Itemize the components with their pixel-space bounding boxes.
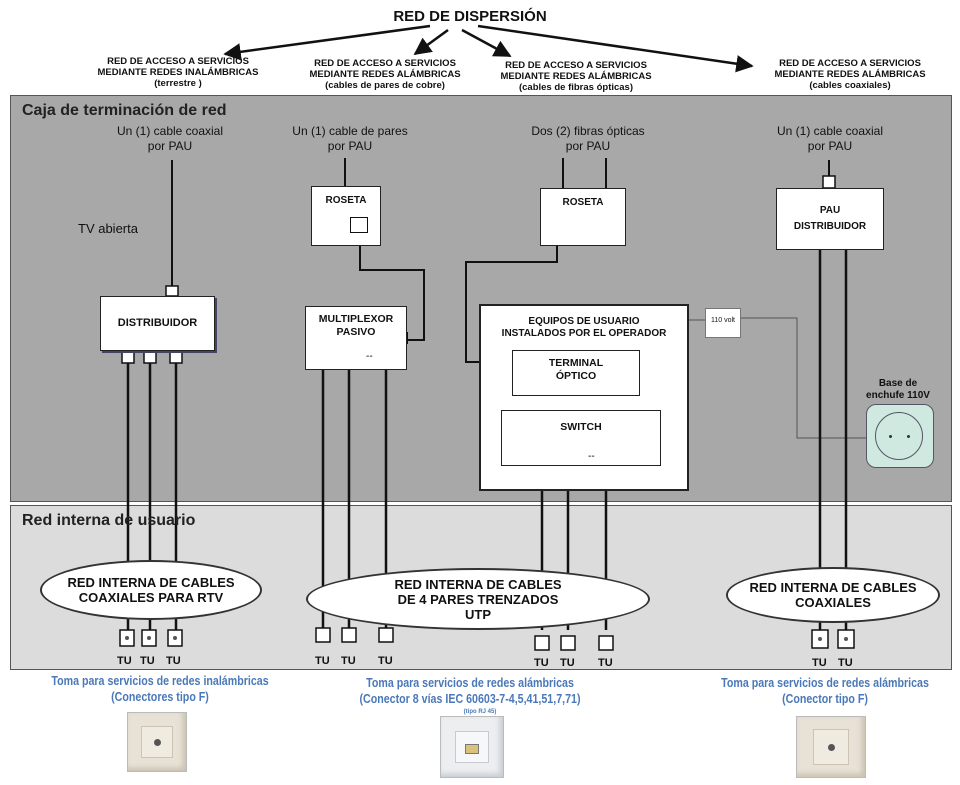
tu-label: TU — [560, 657, 575, 669]
distribuidor-box: DISTRIBUIDOR — [100, 296, 215, 351]
rj45-socket-photo-icon — [440, 716, 504, 778]
tu-label: TU — [315, 655, 330, 667]
coax-socket-photo-icon — [127, 712, 187, 772]
roseta-box-2: ROSETA — [540, 188, 626, 246]
tu-label: TU — [378, 655, 393, 667]
volt-label-box: 110 volt — [705, 308, 741, 338]
label-copper: RED DE ACCESO A SERVICIOS MEDIANTE REDES… — [309, 58, 461, 91]
caption-utp: Toma para servicios de redes alámbricas … — [359, 675, 581, 706]
cable-label-2: Un (1) cable de pares por PAU — [292, 124, 408, 153]
label-wireless: RED DE ACCESO A SERVICIOS MEDIANTE REDES… — [97, 56, 259, 89]
tv-label: TV abierta — [78, 221, 138, 236]
caption-coax: Toma para servicios de redes alámbricas … — [721, 675, 929, 706]
diagram-title: RED DE DISPERSIÓN — [393, 8, 547, 25]
arrow-to-wireless — [223, 24, 431, 61]
roseta-box-1: ROSETA — [311, 186, 381, 246]
arrow-to-fiber — [461, 28, 512, 58]
multiplexor-box: MULTIPLEXOR PASIVO -- — [305, 306, 407, 370]
tu-label: TU — [140, 655, 155, 667]
caption-wireless: Toma para servicios de redes inalámbrica… — [51, 673, 269, 704]
tu-label: TU — [812, 657, 827, 669]
ellipse-coax-rtv: RED INTERNA DE CABLES COAXIALES PARA RTV — [40, 560, 262, 620]
ellipse-utp: RED INTERNA DE CABLES DE 4 PARES TRENZAD… — [306, 568, 650, 630]
section-title-bottom: Red interna de usuario — [22, 512, 196, 529]
tu-label: TU — [117, 655, 132, 667]
rj45-note: (tipo RJ 45) — [463, 709, 497, 715]
tu-sockets — [119, 627, 855, 651]
cable-label-3: Dos (2) fibras ópticas por PAU — [531, 124, 645, 153]
cable-label-1: Un (1) cable coaxial por PAU — [116, 124, 224, 153]
tu-label: TU — [534, 657, 549, 669]
tu-label: TU — [341, 655, 356, 667]
terminal-optico-box: TERMINAL ÓPTICO — [512, 350, 640, 396]
coax-socket-photo-icon — [796, 716, 866, 778]
ellipse-coax: RED INTERNA DE CABLES COAXIALES — [726, 567, 940, 623]
power-socket-icon — [866, 404, 934, 468]
rj45-socket-icon — [350, 217, 368, 233]
cable-label-4: Un (1) cable coaxial por PAU — [776, 124, 884, 153]
label-fiber: RED DE ACCESO A SERVICIOS MEDIANTE REDES… — [500, 60, 652, 93]
arrow-to-coax — [477, 24, 754, 73]
pau-distribuidor-box: PAU DISTRIBUIDOR — [776, 188, 884, 250]
tu-label: TU — [598, 657, 613, 669]
tu-label: TU — [166, 655, 181, 667]
arrow-to-copper — [413, 28, 449, 56]
tu-label: TU — [838, 657, 853, 669]
switch-box: SWITCH -- — [501, 410, 661, 466]
section-title-top: Caja de terminación de red — [22, 102, 227, 119]
enchufe-label: Base de enchufe 110V — [866, 378, 930, 401]
label-coax: RED DE ACCESO A SERVICIOS MEDIANTE REDES… — [774, 58, 926, 91]
